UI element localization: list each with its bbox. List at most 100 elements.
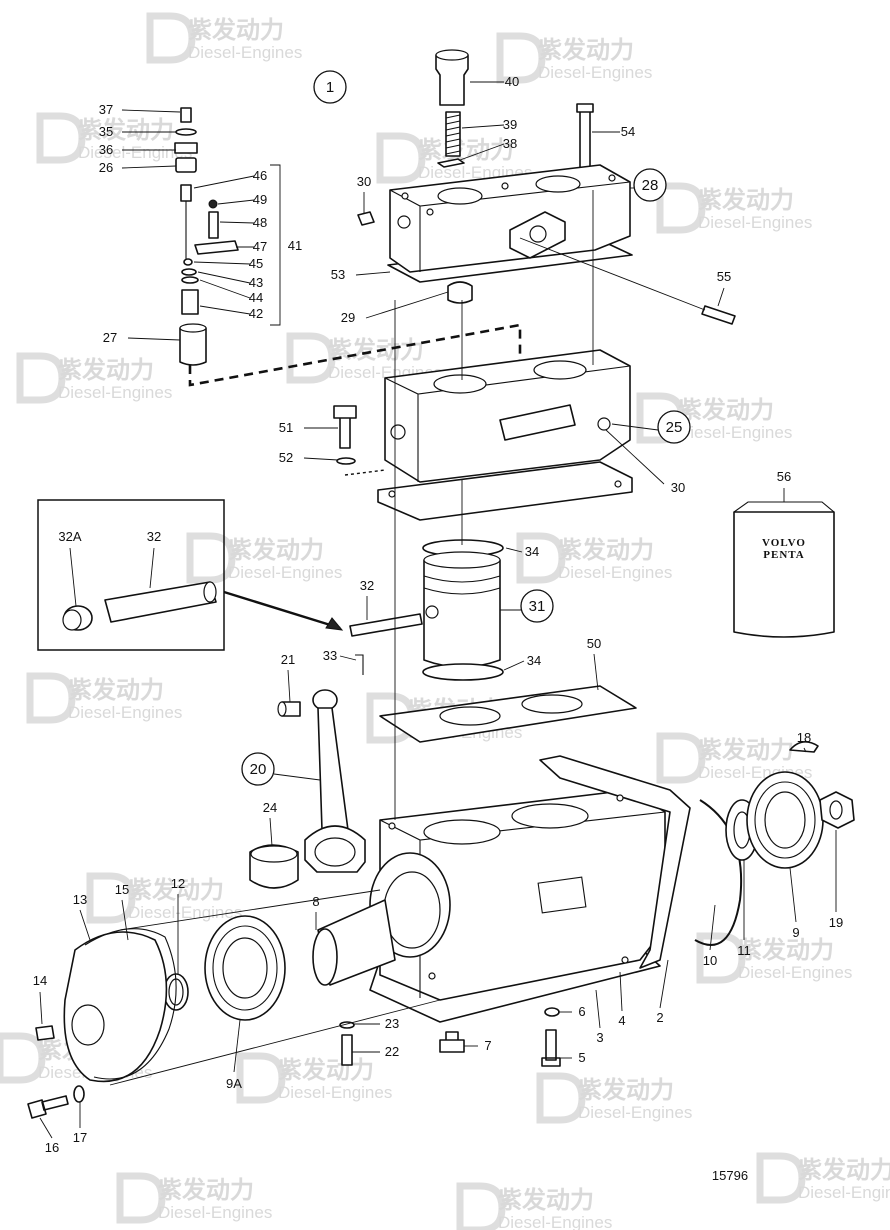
callout-text-c2: 2 <box>656 1010 663 1025</box>
watermark-cn-21: 紫发动力 <box>798 1156 890 1184</box>
callout-text-c20: 20 <box>250 761 267 778</box>
leader-line-c2 <box>659 959 669 1009</box>
leader-line-c52 <box>303 457 339 461</box>
callout-text-c39: 39 <box>503 117 517 132</box>
watermark-en-15: Diesel-Engines <box>738 963 852 982</box>
callout-c5: 5 <box>556 1050 586 1065</box>
cylinder-block-group <box>333 349 633 521</box>
callout-c34a: 34 <box>505 544 539 559</box>
leader-line-c25 <box>611 423 659 431</box>
callout-c29: 29 <box>341 291 449 325</box>
watermark-en-8: Diesel-Engines <box>228 563 342 582</box>
part-16-bolt <box>27 1095 69 1119</box>
gasket-50-bore-2 <box>521 694 583 714</box>
leader-line-c30b <box>605 429 665 485</box>
callout-text-c42: 42 <box>249 306 263 321</box>
leader-line-c10 <box>709 904 716 951</box>
callout-text-c47: 47 <box>253 239 267 254</box>
callout-c3: 3 <box>595 989 604 1045</box>
watermark-logo-13 <box>86 872 136 924</box>
watermark-logo-16 <box>0 1032 46 1084</box>
callout-c38: 38 <box>459 136 517 161</box>
block-side-port <box>390 424 406 440</box>
callout-c55: 55 <box>717 269 731 307</box>
piston-top <box>423 551 501 569</box>
watermark-logo-0 <box>146 12 196 64</box>
callout-c16: 16 <box>39 1117 59 1155</box>
callout-text-c31: 31 <box>529 598 546 615</box>
callout-text-c28: 28 <box>642 177 659 194</box>
base-hole-2 <box>614 480 622 488</box>
leader-line-c45 <box>193 261 251 265</box>
callout-c54: 54 <box>592 124 635 139</box>
watermark-en-13: Diesel-Engines <box>128 903 242 922</box>
callout-text-c25: 25 <box>666 419 683 436</box>
callout-text-c56: 56 <box>777 469 791 484</box>
callout-text-c52: 52 <box>279 450 293 465</box>
bracket-41 <box>270 164 281 326</box>
callout-c9a: 9A <box>226 1019 242 1091</box>
callout-c10: 10 <box>703 904 717 968</box>
leader-line-c48 <box>219 221 255 224</box>
part-40-fitting <box>435 54 469 106</box>
callout-text-c37: 37 <box>99 102 113 117</box>
callout-text-c12: 12 <box>171 876 185 891</box>
leader-line-c13 <box>79 909 91 941</box>
callout-c44: 44 <box>199 279 263 305</box>
watermark-logo-3 <box>376 132 426 184</box>
callout-c13: 13 <box>73 892 91 941</box>
part-30-plug-top <box>357 211 375 226</box>
part-40-top <box>435 49 469 61</box>
watermark-cn-9: 紫发动力 <box>558 536 654 564</box>
part-39-coils <box>445 114 461 155</box>
watermark-en-10: Diesel-Engines <box>68 703 182 722</box>
case-hole-2 <box>616 794 624 802</box>
crankcase-nameplate <box>537 876 587 914</box>
callout-c39: 39 <box>461 117 517 132</box>
inset-pin-end <box>203 581 217 603</box>
part-47 <box>194 240 239 255</box>
block-flange <box>499 404 576 441</box>
callout-circle-c28 <box>633 168 667 202</box>
callout-text-c23: 23 <box>385 1016 399 1031</box>
cylinder-head-group <box>357 49 736 325</box>
callout-text-c5: 5 <box>578 1050 585 1065</box>
crankcase-group <box>369 755 691 1023</box>
callout-text-c7: 7 <box>484 1038 491 1053</box>
callout-text-c53: 53 <box>331 267 345 282</box>
watermark-en-5: Diesel-Engines <box>58 383 172 402</box>
leader-line-c32 <box>149 547 155 589</box>
part-37 <box>180 107 192 123</box>
part-26 <box>175 157 197 173</box>
watermark-en-1: Diesel-Engines <box>538 63 652 82</box>
leader-line-c55 <box>717 287 725 307</box>
case-hole-3 <box>428 972 436 980</box>
callout-text-c9: 9 <box>792 925 799 940</box>
watermark-logo-2 <box>36 112 86 164</box>
part-17-washer <box>73 1085 85 1103</box>
callout-c32b: 32 <box>360 578 374 620</box>
watermark-logo-15 <box>696 932 746 984</box>
callout-c40: 40 <box>470 74 519 89</box>
callout-c9: 9 <box>789 867 800 940</box>
callout-c8: 8 <box>312 894 320 930</box>
callout-text-c32b: 32 <box>360 578 374 593</box>
inset-box <box>37 499 225 651</box>
inset-arrow-line <box>223 590 341 630</box>
callout-c27: 27 <box>103 330 181 345</box>
part-9a-inner <box>222 937 268 999</box>
watermark-en-18: Diesel-Engines <box>578 1103 692 1122</box>
callout-text-c40: 40 <box>505 74 519 89</box>
callout-text-c3: 3 <box>596 1030 603 1045</box>
leader-line-c42 <box>199 305 251 315</box>
callout-text-c34b: 34 <box>527 653 541 668</box>
callout-text-c15: 15 <box>115 882 129 897</box>
rod-small-end <box>312 689 338 711</box>
part-34-ring-bottom <box>422 663 504 681</box>
